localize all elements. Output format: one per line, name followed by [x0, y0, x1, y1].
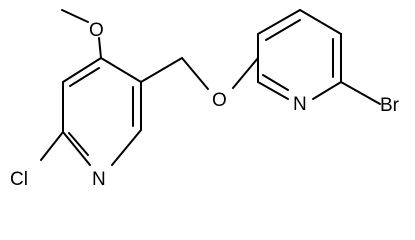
bond-c3p-c4p	[257, 9, 301, 35]
bond-n1-c2	[62, 131, 91, 166]
bond-c5-ch2	[140, 57, 183, 83]
bond-methyl-o	[61, 9, 89, 23]
atom-label-ring2-nitrogen: N	[293, 94, 307, 115]
bond-n-c2p-double	[262, 74, 289, 91]
bond-c3-c4-double	[69, 67, 100, 87]
bond-o-c4	[98, 37, 102, 59]
bond-c6-n1	[111, 129, 142, 166]
bond-c4-c5	[100, 57, 142, 83]
bond-c3-c4	[62, 57, 102, 83]
bond-ch2-o	[181, 57, 209, 90]
bond-c4p-c5p	[299, 9, 342, 35]
molecule-drawing: O O N N Cl Br	[10, 9, 400, 190]
atom-label-methoxy-oxygen: O	[89, 20, 104, 41]
bond-n1-c2-double	[68, 132, 89, 156]
bond-c6p-br	[340, 81, 381, 105]
atom-label-bromine: Br	[380, 95, 400, 116]
structure-diagram: O O N N Cl Br	[10, 9, 400, 190]
atom-label-chlorine: Cl	[10, 169, 28, 190]
bond-c3p-c4p-double	[265, 19, 301, 41]
bond-o-c2prime	[232, 57, 259, 89]
bond-n-c2p	[257, 81, 289, 100]
bond-c2-cl	[40, 131, 64, 161]
bond-c6p-n	[312, 81, 342, 100]
atom-label-ring1-nitrogen: N	[92, 169, 106, 190]
atom-label-ether-oxygen: O	[212, 90, 227, 111]
